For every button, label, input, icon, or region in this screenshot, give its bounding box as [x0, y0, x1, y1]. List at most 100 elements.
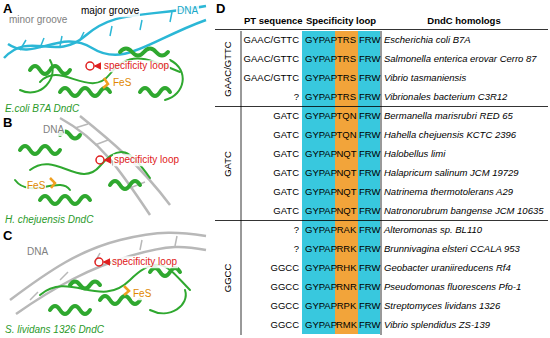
- loop-conserved: FRW: [359, 206, 380, 217]
- panel-caption: H. chejuensis DndC: [4, 214, 94, 226]
- loop-variable: RAK: [337, 225, 357, 236]
- species-name: Salmonella enterica erovar Cerro 87: [384, 54, 537, 65]
- loop-conserved: GYPAP: [305, 54, 337, 65]
- group-label: GATC: [223, 151, 234, 177]
- species-name: Bermanella marisrubri RED 65: [384, 111, 513, 122]
- dna-helix: [4, 6, 206, 58]
- panel-caption: E.coli B7A DndC: [4, 103, 80, 115]
- loop-column: [302, 31, 380, 334]
- pt-sequence: GATC: [273, 111, 299, 122]
- species-name: Vibrio tasmaniensis: [384, 73, 466, 84]
- loop-conserved: FRW: [359, 282, 380, 293]
- group-label: GAAC/GTTC: [223, 41, 234, 96]
- pt-sequence: GAAC/GTTC: [244, 73, 299, 84]
- loop-conserved: FRW: [359, 54, 380, 65]
- loop-conserved: GYPAP: [305, 282, 337, 293]
- pt-sequence: GGCC: [271, 263, 300, 274]
- loop-conserved: GYPAP: [305, 225, 337, 236]
- loop-conserved: GYPAP: [305, 320, 337, 331]
- loop-callout: specificity loop: [103, 60, 170, 72]
- protein-structure: [15, 132, 150, 205]
- pt-sequence: GGCC: [271, 282, 300, 293]
- species-name: Natronorubrum bangense JCM 10635: [384, 206, 543, 217]
- pt-sequence: GGCC: [271, 320, 300, 331]
- species-name: Alteromonas sp. BL110: [384, 225, 482, 236]
- pt-sequence: GATC: [273, 206, 299, 217]
- loop-conserved: FRW: [359, 320, 380, 331]
- loop-conserved: FRW: [359, 187, 380, 198]
- loop-conserved: FRW: [359, 225, 380, 236]
- loop-conserved: FRW: [359, 301, 380, 312]
- variable-column: [335, 31, 358, 334]
- species-name: Escherichia coli B7A: [384, 35, 471, 46]
- cofactor-label: FeS: [132, 288, 152, 300]
- loop-variable: TQN: [336, 130, 356, 141]
- loop-variable: NQT: [336, 206, 356, 217]
- pt-sequence: GATC: [273, 168, 299, 179]
- loop-conserved: GYPAP: [305, 301, 337, 312]
- loop-conserved: GYPAP: [305, 73, 337, 84]
- protein-structure: [20, 49, 183, 101]
- loop-variable: NQT: [336, 149, 356, 160]
- loop-variable: RPK: [337, 301, 357, 312]
- loop-callout: specificity loop: [113, 154, 180, 166]
- loop-conserved: GYPAP: [305, 206, 337, 217]
- panel-letter: D: [216, 2, 225, 17]
- loop-conserved: GYPAP: [305, 130, 337, 141]
- panel-letter: C: [3, 229, 12, 244]
- loop-conserved: FRW: [359, 149, 380, 160]
- dna-helix: [10, 233, 206, 314]
- pt-sequence: GATC: [273, 149, 299, 160]
- loop-variable: TRS: [337, 92, 356, 103]
- pt-sequence: GAAC/GTTC: [244, 54, 299, 65]
- structure-label: DNA: [26, 246, 49, 258]
- cofactor-label: FeS: [26, 180, 46, 192]
- group-label: GGCC: [223, 263, 234, 292]
- species-name: Vibrio splendidus ZS-139: [384, 320, 490, 331]
- loop-variable: TRS: [337, 35, 356, 46]
- loop-variable: RMK: [336, 320, 357, 331]
- pt-sequence: ?: [294, 92, 299, 103]
- structure-label: DNA: [176, 5, 199, 17]
- structure-label: minor groove: [8, 14, 68, 26]
- loop-conserved: FRW: [359, 168, 380, 179]
- pt-sequence: GATC: [273, 187, 299, 198]
- pt-sequence: ?: [294, 244, 299, 255]
- loop-conserved: FRW: [359, 263, 380, 274]
- species-name: Hahella chejuensis KCTC 2396: [384, 130, 516, 141]
- table-header: Specificity loop: [306, 16, 376, 27]
- species-name: Halobellus limi: [384, 149, 445, 160]
- loop-conserved: FRW: [359, 92, 380, 103]
- table-header: PT sequence: [244, 16, 303, 27]
- loop-variable: TRS: [337, 54, 356, 65]
- loop-conserved: FRW: [359, 111, 380, 122]
- loop-variable: RRK: [336, 244, 356, 255]
- loop-conserved: GYPAP: [305, 187, 337, 198]
- pt-sequence: ?: [294, 225, 299, 236]
- loop-conserved: GYPAP: [305, 92, 337, 103]
- loop-conserved: GYPAP: [305, 35, 337, 46]
- loop-conserved: GYPAP: [305, 149, 337, 160]
- loop-conserved: GYPAP: [305, 111, 337, 122]
- loop-variable: NQT: [336, 168, 356, 179]
- species-name: Streptomyces lividans 1326: [384, 301, 500, 312]
- table-header: DndC homologs: [427, 16, 500, 27]
- loop-conserved: FRW: [359, 244, 380, 255]
- loop-conserved: GYPAP: [305, 263, 337, 274]
- loop-variable: RHK: [336, 263, 356, 274]
- loop-conserved: FRW: [359, 130, 380, 141]
- pt-sequence: GATC: [273, 130, 299, 141]
- species-name: Natrinema thermotolerans A29: [384, 187, 513, 198]
- pt-sequence: GGCC: [271, 301, 300, 312]
- panel-letter: B: [3, 116, 12, 131]
- pt-sequence: GAAC/GTTC: [244, 35, 299, 46]
- loop-conserved: GYPAP: [305, 168, 337, 179]
- species-name: Geobacter uraniireducens Rf4: [384, 263, 511, 274]
- table-rules: [215, 30, 548, 336]
- loop-callout: specificity loop: [111, 256, 178, 268]
- protein-structure: [40, 265, 190, 314]
- structure-label: major groove: [80, 5, 140, 17]
- species-name: Brunnivagina elsteri CCALA 953: [384, 244, 520, 255]
- loop-conserved: FRW: [359, 35, 380, 46]
- loop-variable: TQN: [336, 111, 356, 122]
